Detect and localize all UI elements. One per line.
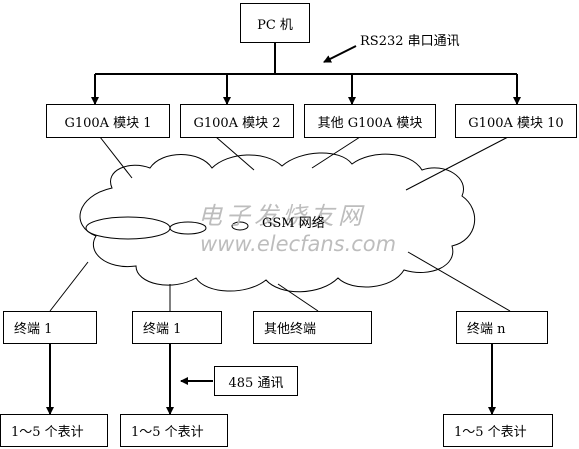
rs485-label: 485 通讯 xyxy=(228,375,284,391)
pc-label: PC 机 xyxy=(257,17,293,33)
module-box-2: G100A 模块 2 xyxy=(180,104,294,138)
cloud-inner-ring-2 xyxy=(169,221,207,235)
terminal-box-1: 终端 1 xyxy=(3,311,97,344)
module-label-other: 其他 G100A 模块 xyxy=(317,115,423,131)
gsm-cloud xyxy=(79,152,476,293)
meter-label-2: 1～5 个表计 xyxy=(131,425,204,440)
terminal-label-other: 其他终端 xyxy=(264,322,317,337)
cloud-inner-ring-3 xyxy=(231,221,249,231)
watermark-url: www.elecfans.com xyxy=(200,232,397,256)
pc-box: PC 机 xyxy=(240,3,310,43)
module-label-1: G100A 模块 1 xyxy=(64,115,152,131)
terminal-label-1b: 终端 1 xyxy=(143,322,182,337)
module-label-2: G100A 模块 2 xyxy=(193,115,281,131)
meter-box-2: 1～5 个表计 xyxy=(120,414,228,447)
terminal-label-n: 终端 n xyxy=(467,322,506,337)
rs485-box: 485 通讯 xyxy=(214,366,298,396)
rs232-label: RS232 串口通讯 xyxy=(360,34,460,49)
meter-label-n: 1～5 个表计 xyxy=(454,425,527,440)
watermark-cn: 电子发烧友网 xyxy=(198,202,366,230)
terminal-box-1b: 终端 1 xyxy=(132,311,222,344)
gsm-network-label: GSM 网络 xyxy=(262,216,325,231)
module-box-10: G100A 模块 10 xyxy=(455,104,577,138)
terminal-box-other: 其他终端 xyxy=(253,311,372,344)
module-label-10: G100A 模块 10 xyxy=(468,115,564,131)
terminal-box-n: 终端 n xyxy=(456,311,548,344)
meter-box-1: 1～5 个表计 xyxy=(0,414,108,447)
terminal-label-1: 终端 1 xyxy=(14,322,53,337)
module-box-1: G100A 模块 1 xyxy=(46,104,170,138)
meter-box-n: 1～5 个表计 xyxy=(443,414,553,447)
meter-label-1: 1～5 个表计 xyxy=(11,425,84,440)
module-box-other: 其他 G100A 模块 xyxy=(304,104,436,138)
